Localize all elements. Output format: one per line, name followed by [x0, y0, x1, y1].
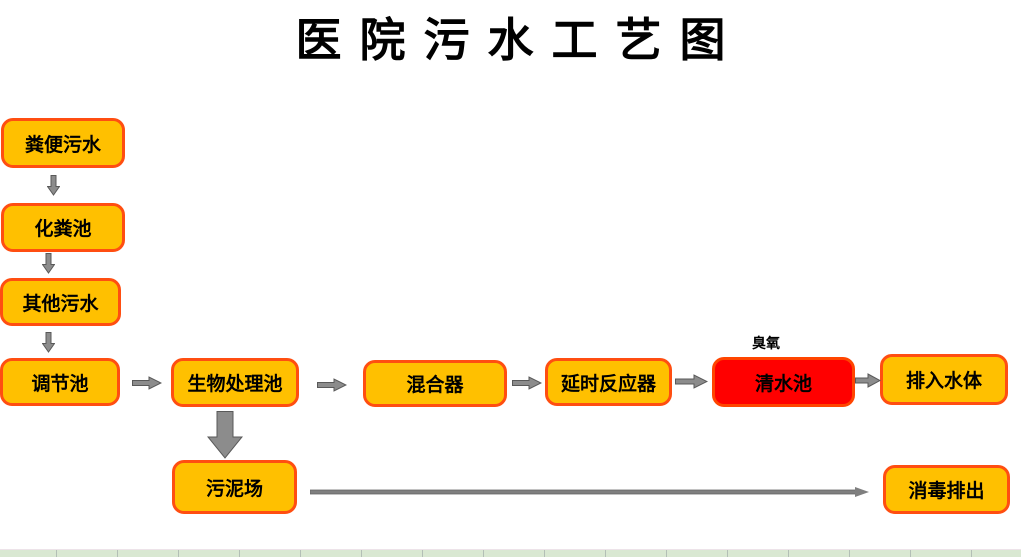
arrow-septic-to-other — [41, 253, 56, 274]
ozone-label: 臭氧 — [752, 336, 780, 352]
arrow-bio-to-mixer — [317, 378, 348, 392]
node-septic-tank: 化粪池 — [1, 203, 125, 252]
arrow-mixer-to-delay — [512, 376, 543, 390]
node-label: 粪便污水 — [24, 133, 101, 156]
node-label: 污泥场 — [205, 477, 263, 500]
node-mixer: 混合器 — [363, 360, 507, 407]
arrow-regulating-to-bio — [132, 376, 163, 390]
node-label: 调节池 — [31, 372, 89, 395]
node-label: 混合器 — [406, 374, 464, 396]
node-biological-treatment-tank: 生物处理池 — [171, 358, 299, 407]
node-label: 生物处理池 — [187, 373, 283, 395]
node-label: 化粪池 — [34, 218, 92, 240]
node-other-sewage: 其他污水 — [0, 278, 121, 326]
node-discharge-to-water-body: 排入水体 — [880, 354, 1008, 405]
arrow-sludge-to-disinfect — [309, 486, 870, 499]
arrow-fecal-to-septic — [46, 175, 61, 196]
node-label: 其他污水 — [22, 292, 99, 315]
arrow-delay-to-clearwater — [675, 374, 709, 389]
node-clear-water-tank: 清水池 — [712, 357, 855, 407]
node-label: 清水池 — [754, 372, 812, 395]
arrow-clearwater-to-discharge — [855, 373, 882, 388]
arrow-bio-to-sludge — [206, 411, 244, 459]
node-regulating-tank: 调节池 — [0, 358, 120, 406]
node-label: 延时反应器 — [560, 372, 656, 395]
arrow-other-to-regulating — [41, 332, 56, 353]
node-fecal-sewage: 粪便污水 — [1, 118, 125, 168]
diagram-title: 医院污水工艺图 — [295, 13, 744, 67]
bottom-filmstrip — [0, 549, 1021, 557]
node-label: 排入水体 — [905, 370, 982, 392]
node-label: 消毒排出 — [908, 480, 985, 502]
node-disinfect-discharge: 消毒排出 — [883, 465, 1010, 514]
node-sludge-yard: 污泥场 — [172, 460, 297, 514]
node-delay-reactor: 延时反应器 — [545, 358, 672, 406]
